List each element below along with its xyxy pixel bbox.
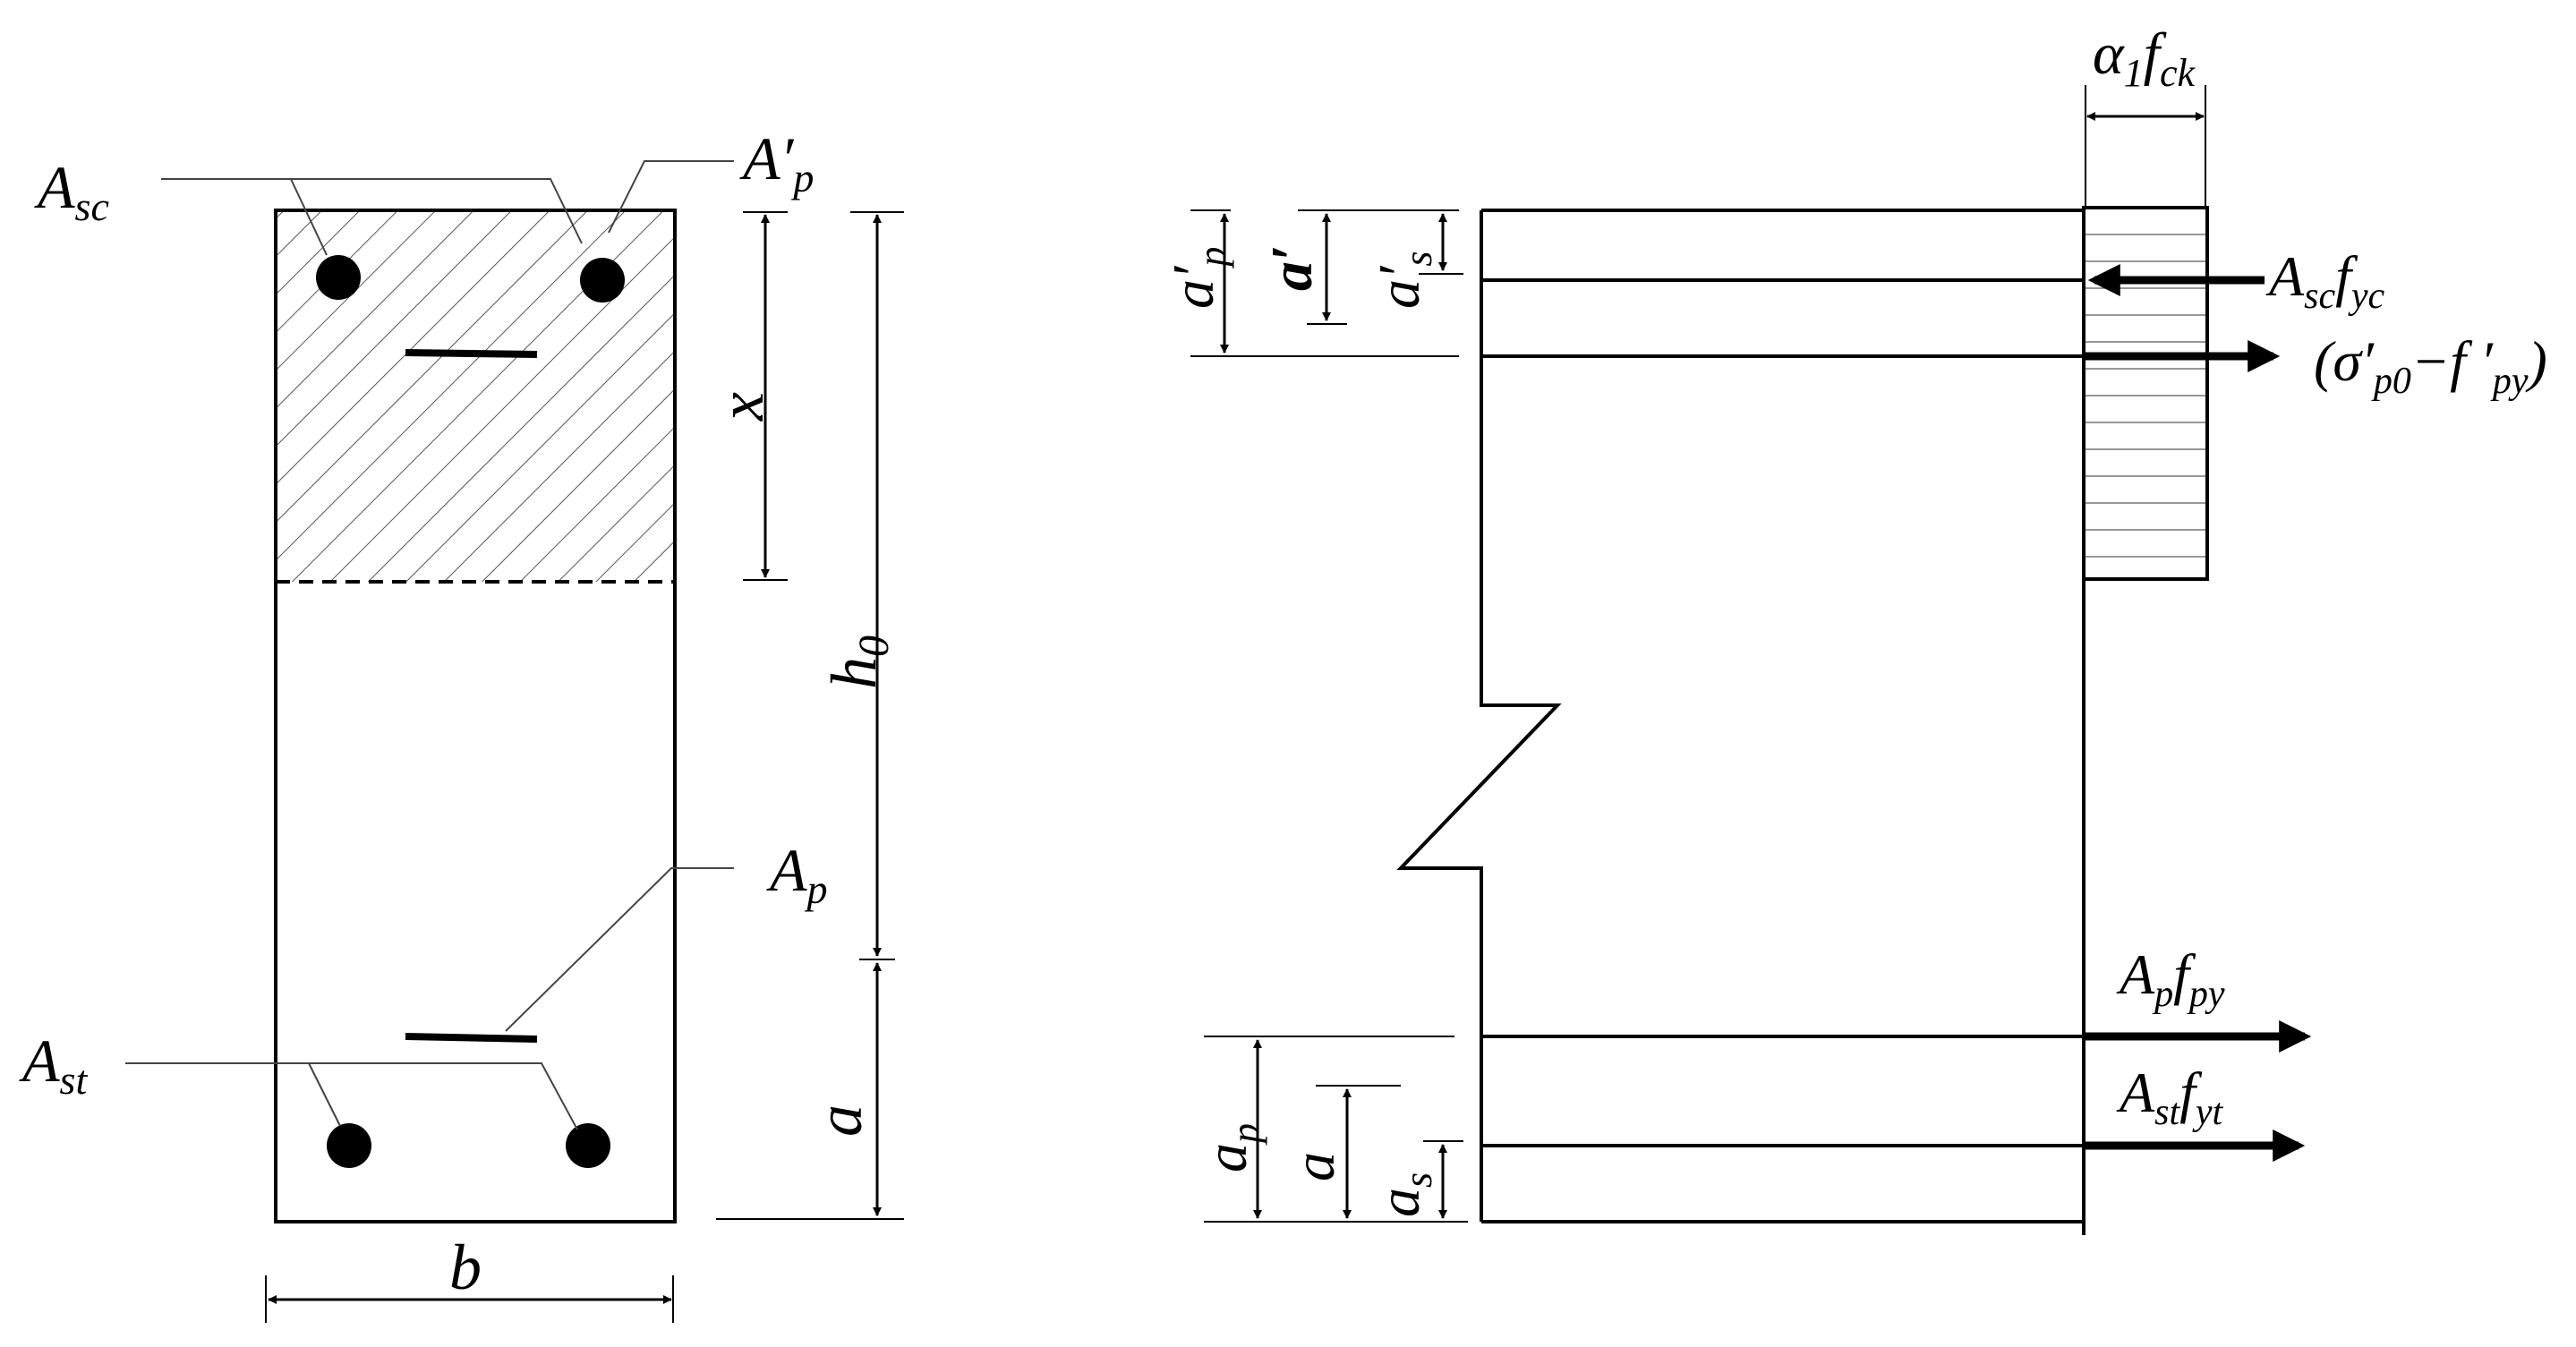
label-a-prime-s: a′s	[1367, 251, 1440, 309]
label-ap: Ap	[766, 836, 828, 912]
label-a-prime: a′	[1259, 244, 1325, 291]
label-a: a	[804, 1104, 875, 1137]
section-outline	[274, 209, 677, 1223]
leader-ap-prime	[608, 160, 734, 234]
label-a-s: as	[1367, 1172, 1440, 1217]
leader-ap	[505, 867, 734, 1032]
leader-asc-left	[290, 178, 328, 256]
top-rebar-left	[316, 255, 361, 300]
label-asc-fyc: Ascfyc	[2265, 244, 2385, 317]
label-b: b	[449, 1232, 482, 1303]
label-alpha-fck: α1fck	[2093, 21, 2196, 95]
label-a-p: ap	[1194, 1123, 1267, 1172]
label-ast-fyt: Astfyt	[2116, 1061, 2224, 1133]
leader-ast-left	[308, 1062, 341, 1127]
label-sigma: (σ′p0−f ′py)	[2314, 329, 2547, 402]
label-a-prime-p: a′p	[1161, 247, 1234, 309]
stress-diagram: α1fck Ascfyc (σ′p0−f ′py) Apfpy Astfyt a…	[1161, 21, 2547, 1235]
bottom-rebar-right	[566, 1123, 610, 1168]
leader-ast	[125, 1062, 578, 1130]
top-prestress-tendon	[405, 349, 538, 358]
cross-section: Asc A′p x h0 Ap Ast a b	[19, 124, 904, 1323]
label-x: x	[705, 392, 777, 422]
label-a-bottom: a	[1282, 1152, 1347, 1181]
label-asc: Asc	[34, 153, 109, 229]
top-rebar-right	[580, 258, 625, 303]
beam-left-edge	[1396, 210, 1562, 1222]
bottom-prestress-tendon	[405, 1033, 538, 1043]
label-h0: h0	[818, 635, 898, 689]
label-ast: Ast	[19, 1027, 88, 1103]
label-ap-fpy: Apfpy	[2116, 942, 2225, 1015]
stress-block	[2082, 206, 2209, 581]
label-ap-prime: A′p	[739, 124, 814, 200]
bottom-rebar-left	[327, 1123, 371, 1168]
